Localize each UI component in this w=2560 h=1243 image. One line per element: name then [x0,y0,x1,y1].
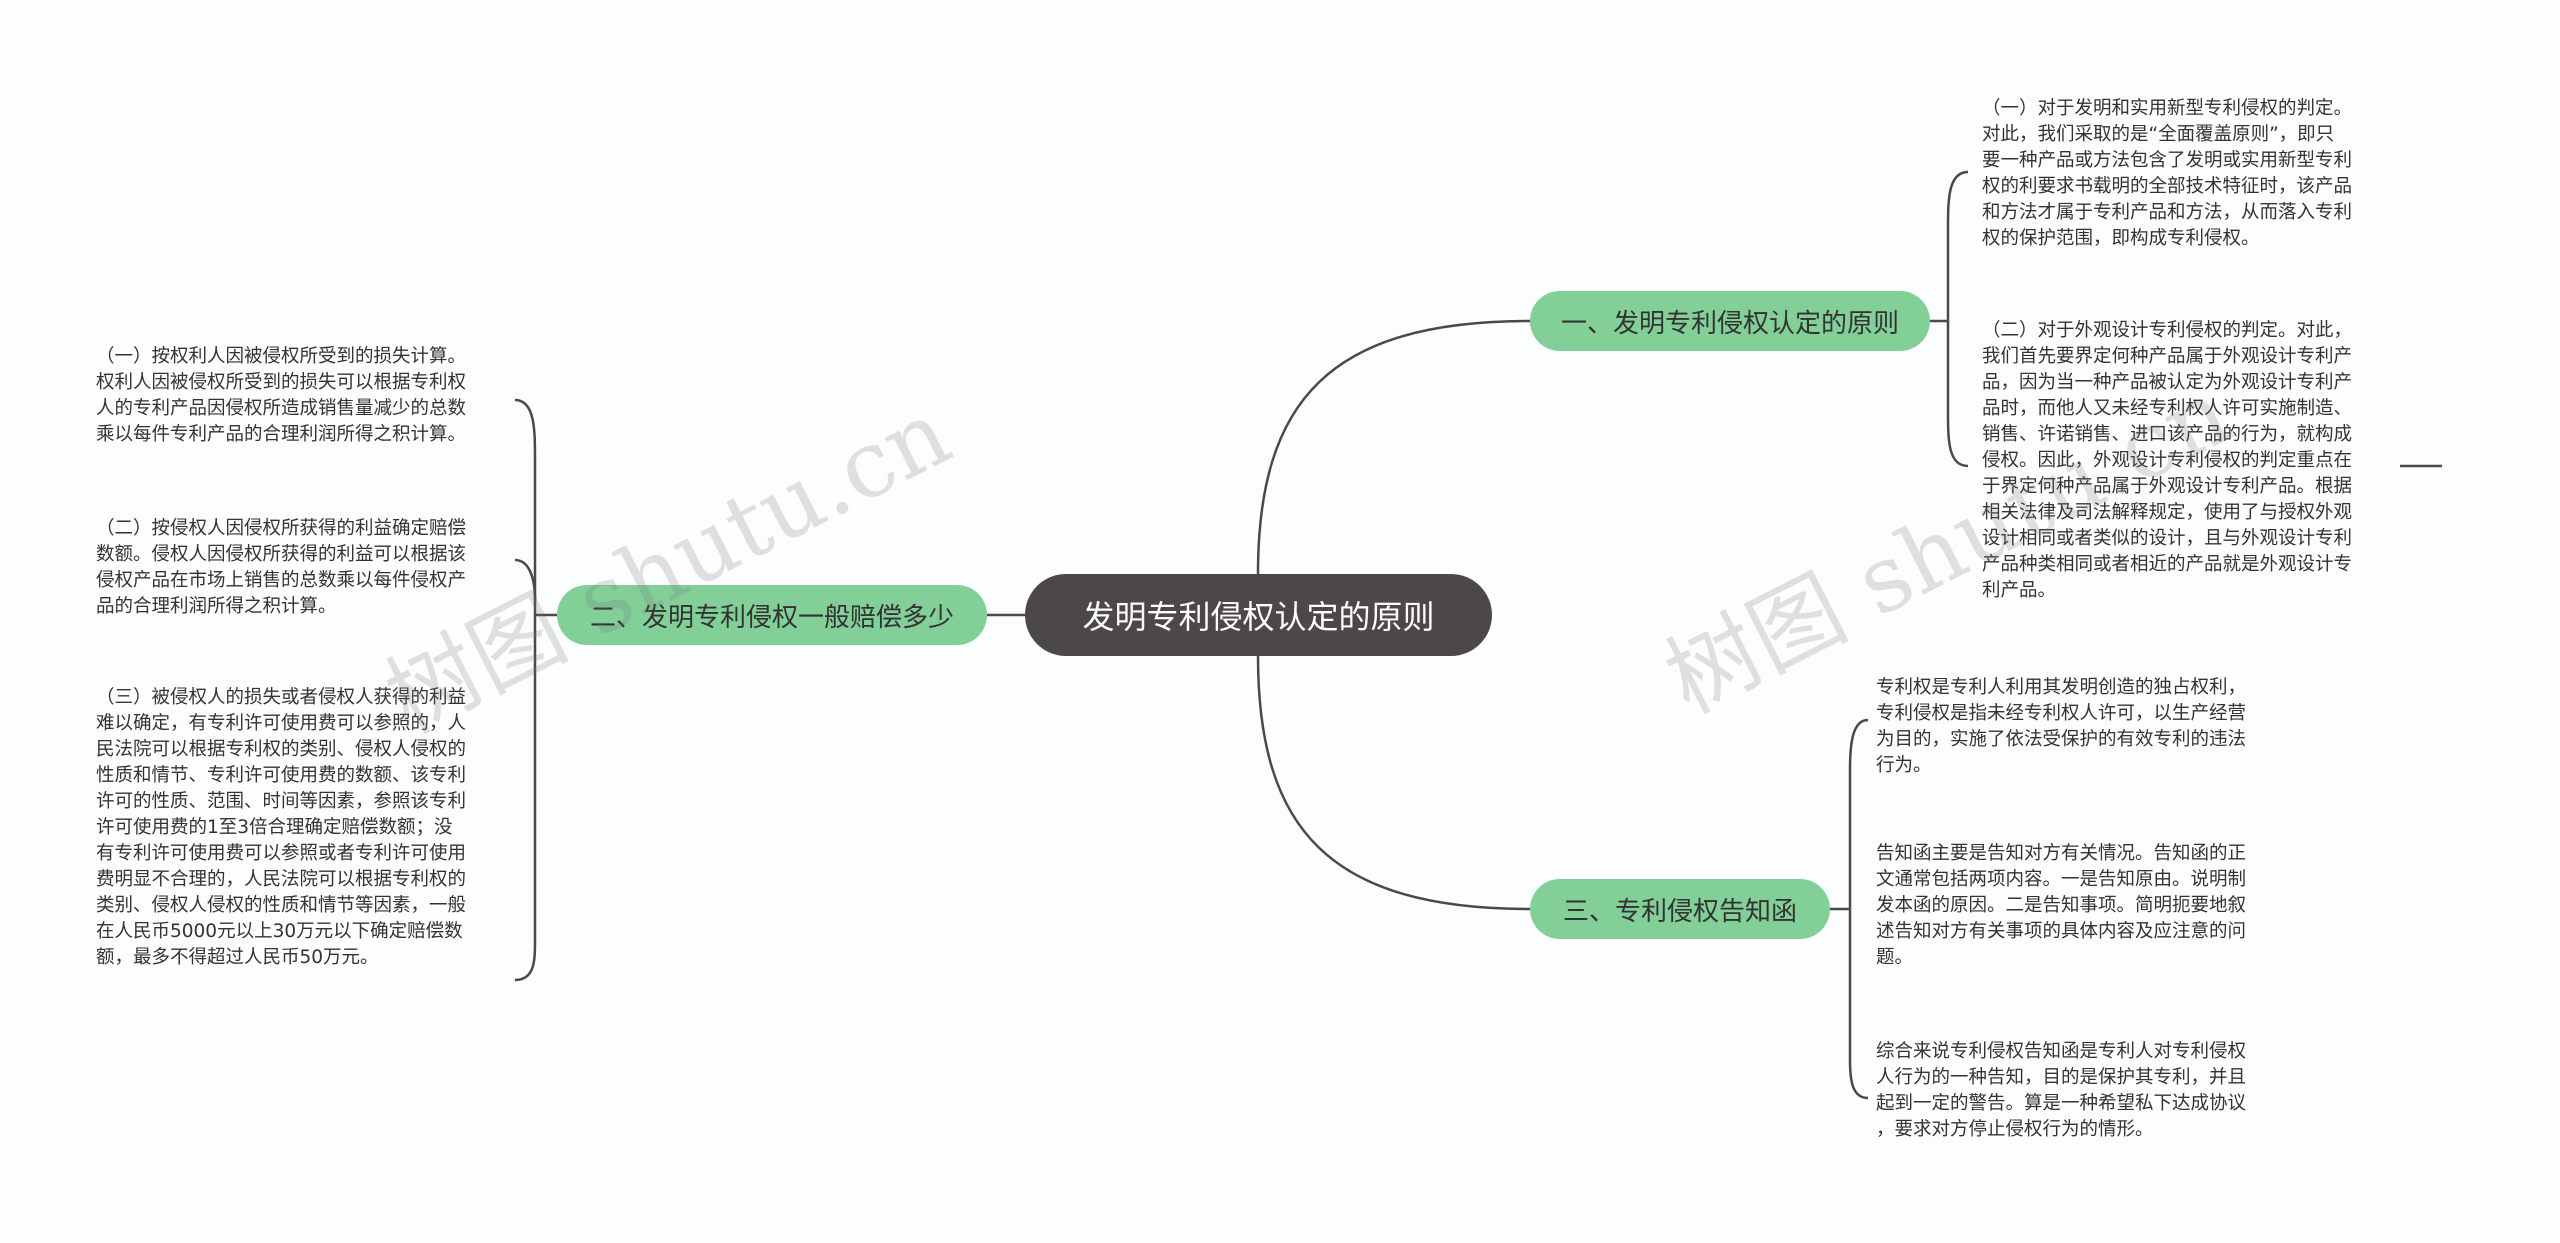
leaf-patent-right-definition[interactable]: 专利权是专利人利用其发明创造的独占权利， 专利侵权是指未经专利权人许可，以生产经… [1876,677,2247,776]
branch-invention-infringement-principle[interactable]: 一、发明专利侵权认定的原则 [1530,291,1930,351]
link-root-branch3 [1256,655,1531,911]
leaf-notice-summary[interactable]: 综合来说专利侵权告知函是专利人对专利侵权 人行为的一种告知，目的是保护其专利，并… [1876,1041,2247,1140]
root-topic[interactable]: 发明专利侵权认定的原则 [1025,574,1492,656]
leaf-invention-utility-judgement[interactable]: （一）对于发明和实用新型专利侵权的判定。 对此，我们采取的是“全面覆盖原则”，即… [1982,98,2353,249]
bracket-branch3 [1830,718,1869,1100]
leaf-notice-content[interactable]: 告知函主要是告知对方有关情况。告知函的正 文通常包括两项内容。一是告知原由。说明… [1876,843,2247,968]
link-root-branch1 [1256,319,1531,575]
branch-infringement-notice[interactable]: 三、专利侵权告知函 [1530,879,1830,939]
leaf-benefit-calculation[interactable]: （二）按侵权人因侵权所获得的利益确定赔偿 数额。侵权人因侵权所获得的利益可以根据… [96,518,467,617]
leaf-design-patent-judgement[interactable]: （二）对于外观设计专利侵权的判定。对此， 我们首先要界定何种产品属于外观设计专利… [1982,320,2353,601]
branch-compensation-amount[interactable]: 二、发明专利侵权一般赔偿多少 [557,585,987,645]
bracket-branch2 [514,398,557,982]
leaf-royalty-reference[interactable]: （三）被侵权人的损失或者侵权人获得的利益 难以确定，有专利许可使用费可以参照的，… [96,687,467,968]
leaf-loss-calculation[interactable]: （一）按权利人因被侵权所受到的损失计算。 权利人因被侵权所受到的损失可以根据专利… [96,346,467,445]
bracket-branch1 [1930,170,1969,468]
